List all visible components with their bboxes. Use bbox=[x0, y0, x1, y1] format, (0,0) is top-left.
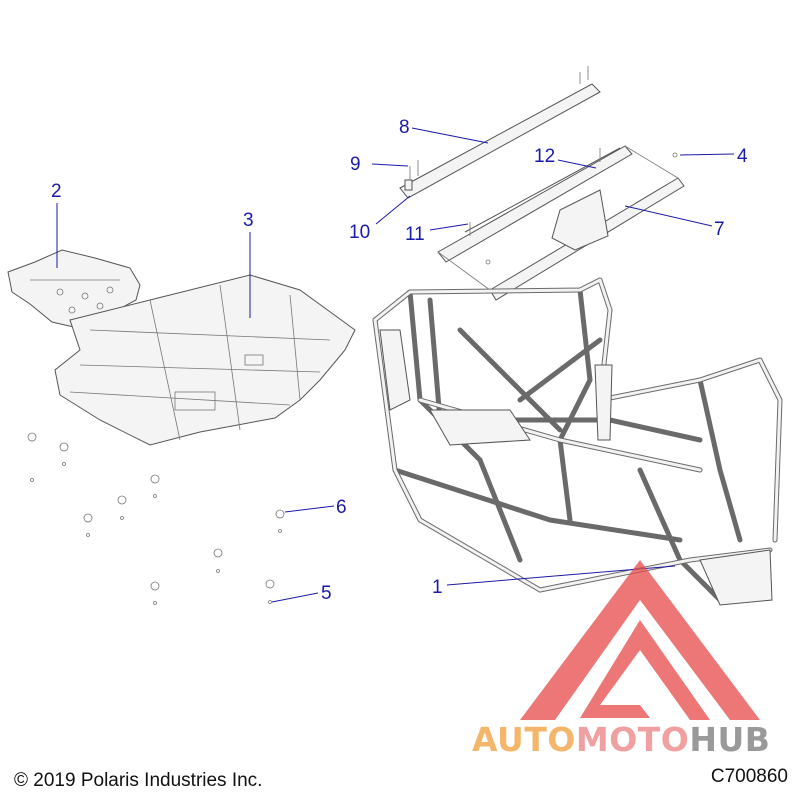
callout-3: 3 bbox=[243, 210, 254, 231]
callout-7: 7 bbox=[714, 219, 725, 240]
part-3-main-skid-plate bbox=[54, 274, 356, 446]
callout-11: 11 bbox=[405, 224, 425, 245]
callout-5: 5 bbox=[321, 583, 332, 604]
watermark-text: AUTOMOTOHUB bbox=[472, 720, 771, 759]
callout-9: 9 bbox=[350, 154, 361, 175]
part-2-front-skid-plate bbox=[7, 249, 141, 329]
callout-1: 1 bbox=[432, 577, 443, 598]
callout-8: 8 bbox=[399, 117, 410, 138]
callout-4: 4 bbox=[737, 146, 748, 167]
diagram-code: C700860 bbox=[710, 766, 788, 787]
watermark-logo bbox=[520, 560, 760, 720]
fasteners-group bbox=[27, 432, 285, 605]
part-8-rail bbox=[399, 66, 601, 199]
leader-lines bbox=[56, 127, 735, 603]
callout-10: 10 bbox=[349, 222, 370, 243]
part-1-chassis-frame bbox=[372, 277, 783, 606]
copyright-text: © 2019 Polaris Industries Inc. bbox=[14, 770, 263, 791]
callout-12: 12 bbox=[534, 146, 555, 167]
part-7-subframe bbox=[437, 145, 685, 301]
callout-6: 6 bbox=[336, 497, 347, 518]
callout-2: 2 bbox=[51, 181, 62, 202]
callouts: 2 3 8 9 10 11 12 4 7 6 5 1 bbox=[51, 117, 748, 604]
